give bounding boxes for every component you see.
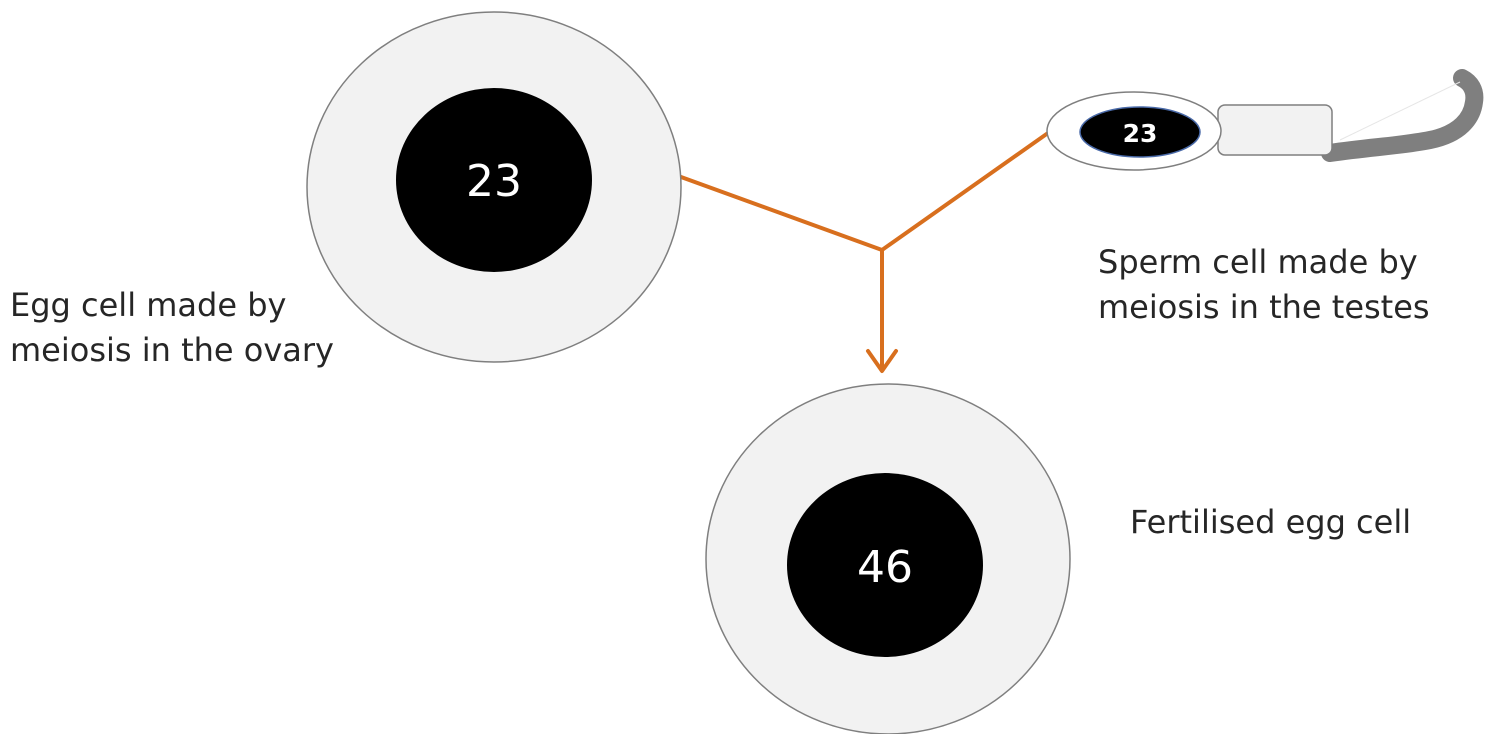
fertilisation-connector [668, 131, 1050, 373]
sperm-label-line-1: Sperm cell made by [1098, 243, 1418, 281]
fertilised-egg-label: Fertilised egg cell [1130, 503, 1412, 541]
egg-cell-label: Egg cell made by meiosis in the ovary [10, 283, 334, 373]
sperm-label-line-2: meiosis in the testes [1098, 288, 1430, 326]
sperm-tail [1321, 69, 1484, 162]
egg-connector-line [668, 171, 884, 252]
fertilised-chromosome-count: 46 [857, 542, 913, 593]
egg-label-line-1: Egg cell made by [10, 286, 287, 324]
sperm-tail-highlight [1339, 81, 1461, 141]
egg-chromosome-count: 23 [466, 156, 522, 207]
sperm-connector-line [880, 131, 1050, 252]
sperm-nucleus [1079, 106, 1201, 158]
sperm-cell: 23 [1046, 69, 1484, 171]
sperm-cell-label: Sperm cell made by meiosis in the testes [1098, 240, 1430, 330]
sperm-midpiece [1217, 104, 1333, 156]
fertilised-nucleus [787, 473, 983, 657]
fertilised-egg-cell: 46 [705, 383, 1071, 734]
egg-nucleus [396, 88, 592, 272]
egg-cell: 23 [306, 11, 682, 363]
egg-label-line-2: meiosis in the ovary [10, 331, 334, 369]
arrow-head [866, 349, 898, 373]
sperm-chromosome-count: 23 [1123, 119, 1158, 148]
